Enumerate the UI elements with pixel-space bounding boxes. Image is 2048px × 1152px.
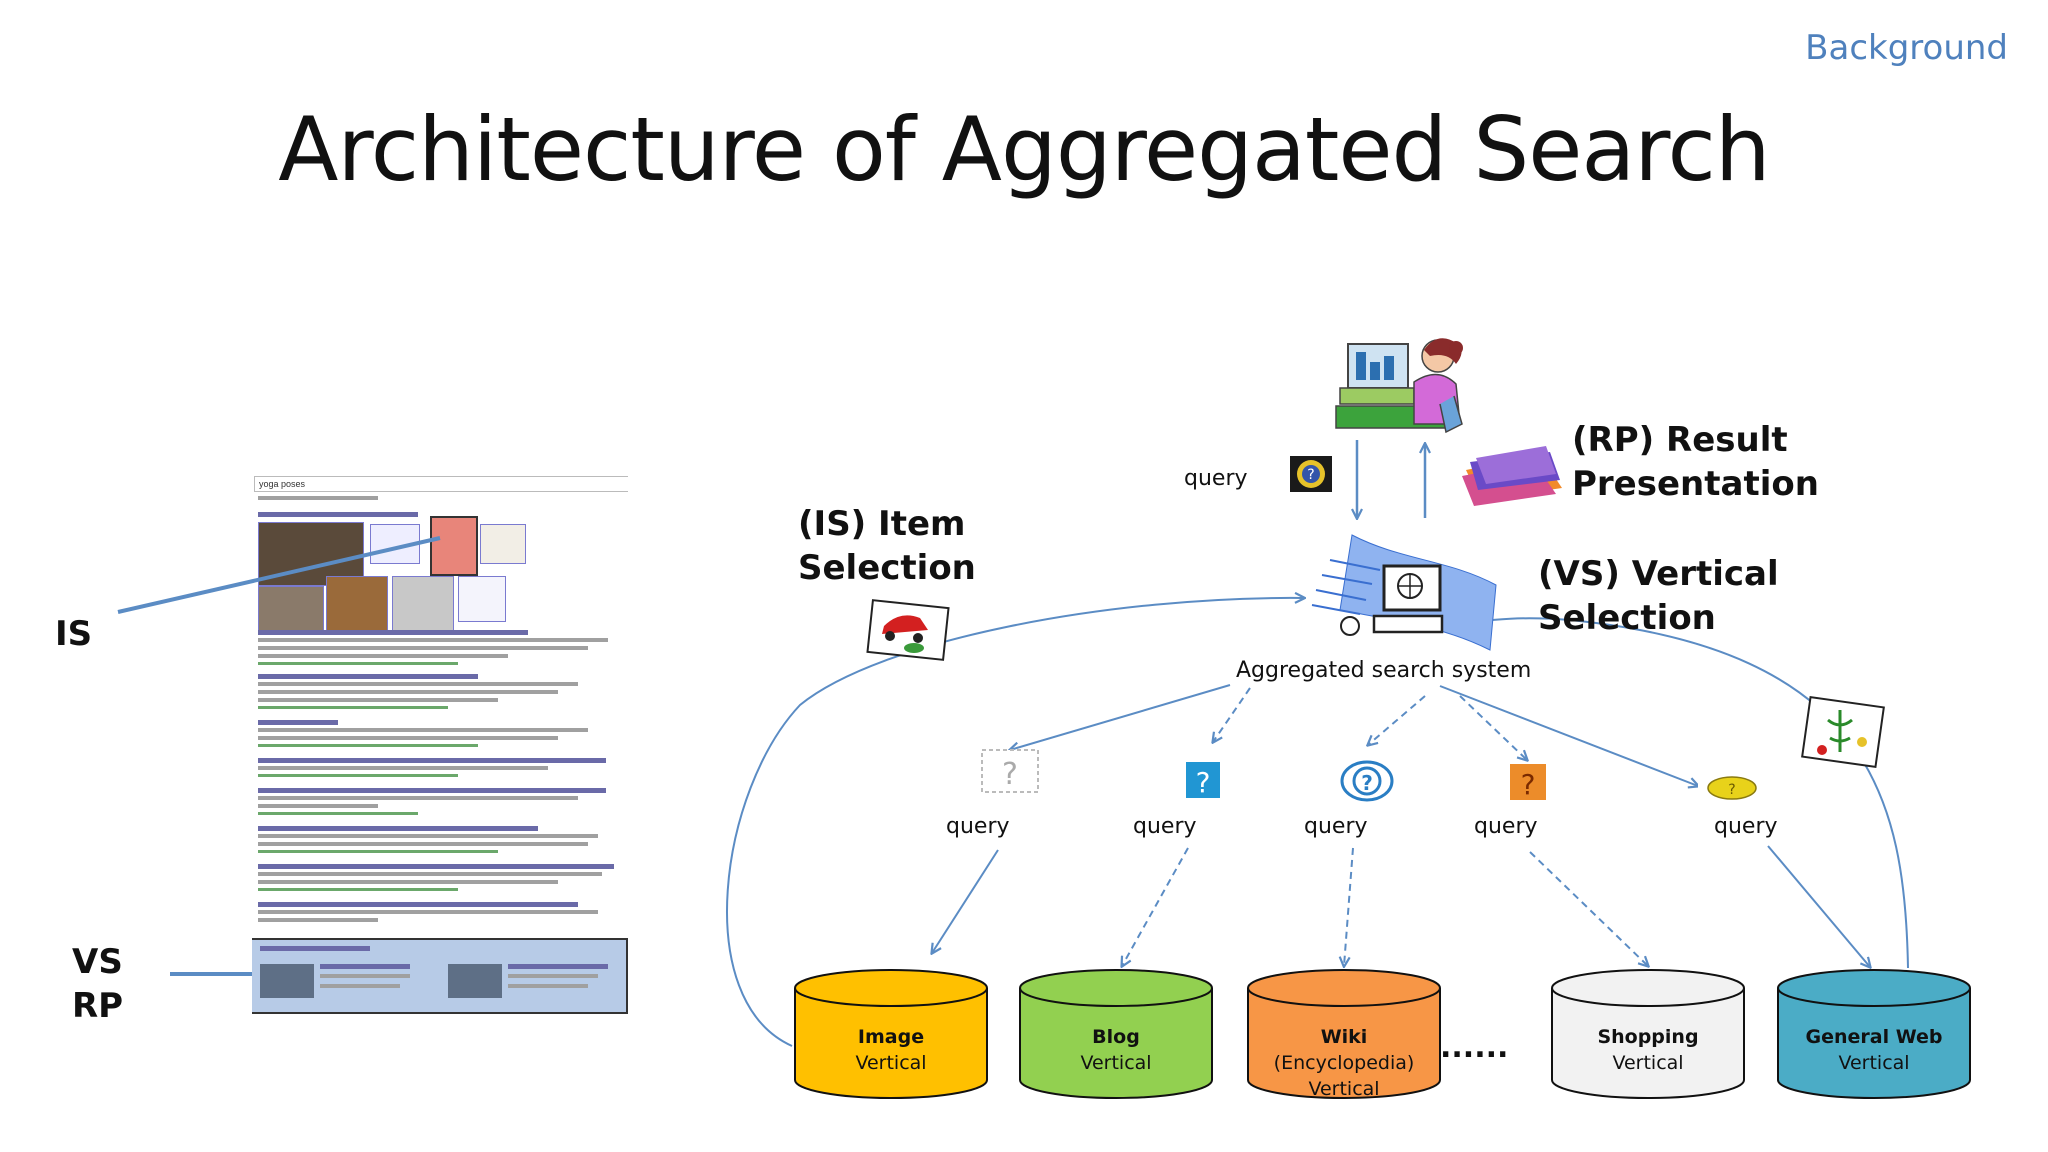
result-papers-icon [1462,446,1562,506]
blog-vertical-cylinder [1019,969,1213,1099]
web-vertical-query-icon: ? [1698,772,1766,802]
vs-vertical-selection-label: (VS) Vertical Selection [1538,554,1779,638]
is-connector-line [117,536,441,614]
section-tag: Background [1805,28,2008,68]
blog-vertical-query-icon: ? [1186,762,1220,799]
video-results-box [252,938,628,1014]
query-to-blog-arrow [1122,847,1189,966]
svg-text:?: ? [1307,467,1314,483]
aggregated-search-system-icon [1311,534,1497,651]
shopping-vertical-query-icon: ? [1510,764,1546,801]
image-vertical-query-icon: ? [981,749,1039,793]
screenshot-query-box: yoga poses [254,476,628,492]
system-to-image-arrow [1010,684,1231,750]
top-query-label: query [1184,466,1248,491]
system-to-wiki-arrow [1368,695,1426,745]
svg-text:?: ? [1002,757,1018,792]
wiki-vertical-query-icon: ? [1340,760,1394,802]
query-label-shopping: query [1474,814,1538,839]
item-selection-card-icon [866,599,950,661]
query-to-web-arrow [1767,845,1870,967]
query-to-shopping-arrow [1529,851,1648,966]
svg-text:?: ? [1521,768,1536,801]
wiki-vertical-label: Wiki(Encyclopedia)Vertical [1273,1026,1415,1100]
result-image-thumb [258,586,324,632]
vs-side-label: VS [72,942,123,982]
svg-text:?: ? [1361,771,1373,795]
svg-text:?: ? [1728,782,1735,798]
system-to-shopping-arrow [1459,695,1527,760]
selected-image-thumb [430,516,478,576]
svg-text:?: ? [1196,766,1211,799]
more-verticals-ellipsis: ...... [1440,1030,1509,1065]
image-vertical-cylinder [794,969,988,1099]
result-image-thumb [458,576,506,622]
is-side-label: IS [55,614,93,654]
system-to-web-arrow [1439,685,1698,786]
shopping-vertical-cylinder [1551,969,1745,1099]
slide-title: Architecture of Aggregated Search [278,98,1770,201]
rp-side-label: RP [72,986,124,1026]
query-help-icon-top: ? [1290,456,1332,492]
web-feedback-curve [1474,618,1909,969]
aggregated-system-label: Aggregated search system [1236,658,1532,683]
user-at-computer-icon [1335,338,1463,434]
general-web-vertical-cylinder [1777,969,1971,1099]
system-to-blog-arrow [1213,687,1251,742]
query-label-blog: query [1133,814,1197,839]
result-image-thumb [480,524,526,564]
query-label-web: query [1714,814,1778,839]
is-item-selection-label: (IS) Item Selection [798,504,976,588]
general-web-card-icon [1801,696,1885,768]
rp-result-presentation-label: (RP) Result Presentation [1572,420,1819,504]
query-to-wiki-arrow [1344,847,1354,966]
query-to-image-arrow [932,849,999,953]
image-feedback-curve [726,598,1304,1047]
query-label-image: query [946,814,1010,839]
wiki-vertical-cylinder [1247,969,1441,1099]
query-label-wiki: query [1304,814,1368,839]
